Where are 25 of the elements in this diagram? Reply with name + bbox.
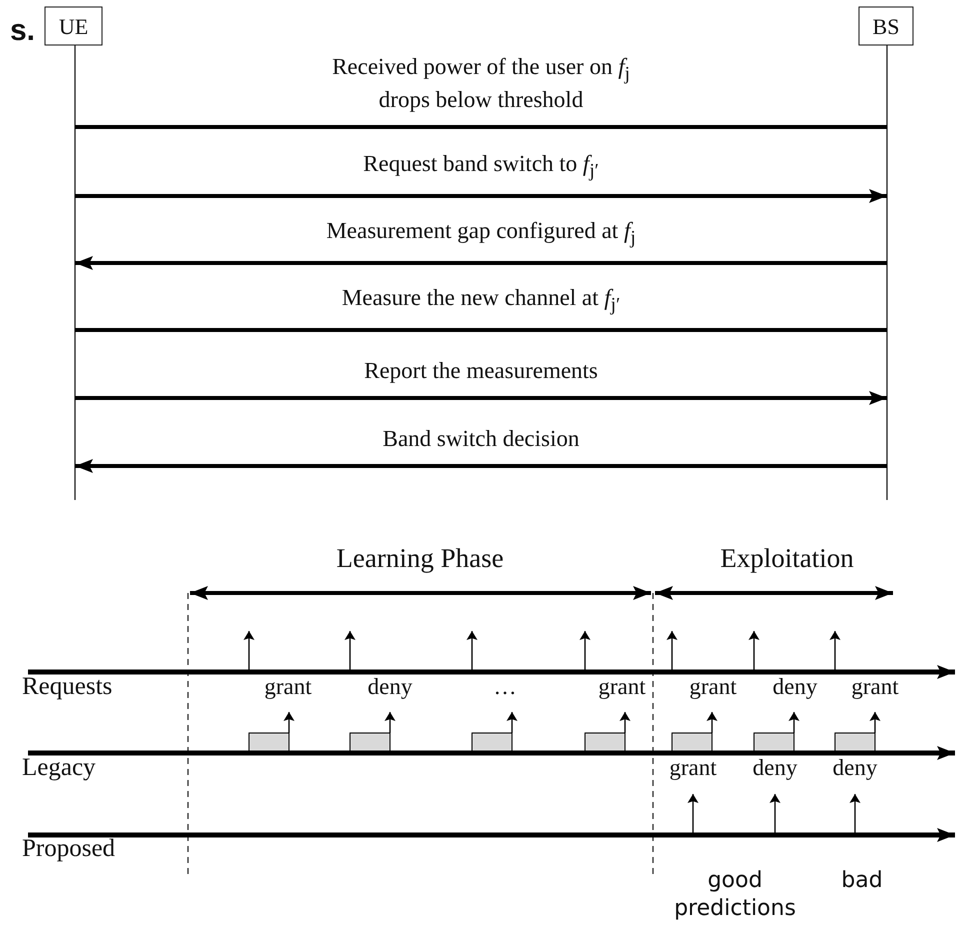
decision-label: grant: [264, 674, 312, 700]
prediction-label: predictions: [674, 896, 796, 921]
decision-label: grant: [689, 674, 737, 700]
phase-label: Exploitation: [720, 543, 854, 574]
decision-label: deny: [752, 755, 798, 781]
decision-label: deny: [832, 755, 878, 781]
participant-lifeline: UE: [44, 6, 102, 500]
prediction-label: good: [708, 868, 762, 893]
message-arrow: [75, 189, 887, 203]
decision-label: grant: [598, 674, 646, 700]
prediction-label: bad: [841, 868, 883, 893]
decision-label: deny: [772, 674, 818, 700]
ellipsis-label: …: [494, 674, 516, 700]
decision-label: grant: [669, 755, 717, 781]
cut-off-text: s.: [10, 14, 36, 48]
row-label: Requests: [22, 673, 112, 701]
decision-label: deny: [368, 674, 412, 700]
message-arrow: [75, 459, 887, 473]
phase-label: Learning Phase: [336, 543, 504, 574]
decision-label: grant: [851, 674, 899, 700]
participant-lifeline: BS: [858, 6, 914, 500]
row-label: Proposed: [22, 835, 116, 863]
message-arrow: [75, 391, 887, 405]
message-arrow: [75, 256, 887, 270]
row-label: Legacy: [22, 754, 96, 782]
